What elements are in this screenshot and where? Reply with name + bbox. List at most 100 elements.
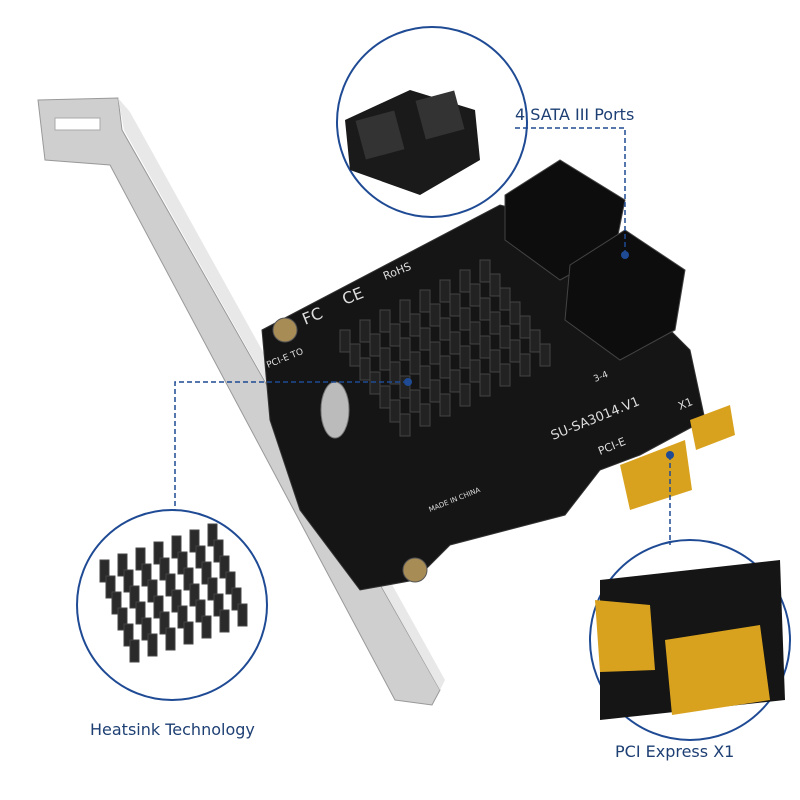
heatsink-fin — [389, 399, 401, 423]
heatsink-fin — [359, 319, 371, 343]
pcie-label: PCI Express X1 — [615, 742, 735, 761]
heatsink-fin — [479, 259, 491, 283]
heatsink — [339, 259, 551, 437]
heatsink-fin — [111, 591, 122, 615]
heatsink-fin — [469, 321, 481, 345]
heatsink-fin — [499, 287, 511, 311]
heatsink-fin — [519, 353, 531, 377]
heatsink-fin — [189, 583, 200, 607]
heatsink-fin — [479, 335, 491, 359]
heatsink-fin — [219, 555, 230, 579]
leader-lines — [174, 127, 671, 545]
heatsink-fin — [135, 601, 146, 625]
heatsink-fin — [379, 385, 391, 409]
heatsink-fin — [117, 607, 128, 631]
heatsink-zoom-detail — [99, 523, 248, 663]
heatsink-fin — [349, 343, 361, 367]
heatsink-label: Heatsink Technology — [90, 720, 255, 739]
heatsink-fin — [399, 337, 411, 361]
heatsink-fin — [459, 345, 471, 369]
heatsink-fin — [429, 379, 441, 403]
heatsink-fin — [439, 393, 451, 417]
heatsink-fin — [419, 327, 431, 351]
heatsink-fin — [399, 299, 411, 323]
heatsink-fin — [369, 333, 381, 357]
heatsink-fin — [449, 293, 461, 317]
heatsink-fin — [129, 639, 140, 663]
heatsink-fin — [439, 355, 451, 379]
heatsink-fin — [479, 297, 491, 321]
crystal-oscillator — [320, 381, 350, 439]
heatsink-fin — [117, 553, 128, 577]
heatsink-fin — [153, 595, 164, 619]
heatsink-fin — [509, 339, 521, 363]
heatsink-fin — [123, 569, 134, 593]
sata-zoom-detail — [345, 90, 480, 195]
heatsink-fin — [389, 323, 401, 347]
heatsink-fin — [135, 547, 146, 571]
heatsink-marker-dot — [404, 378, 412, 386]
gold-fingers — [620, 405, 735, 510]
heatsink-fin — [509, 301, 521, 325]
sata-ports-label: 4 SATA III Ports — [515, 105, 635, 124]
heatsink-fin — [231, 587, 242, 611]
heatsink-fin — [449, 331, 461, 355]
heatsink-fin — [469, 283, 481, 307]
heatsink-fin — [219, 609, 230, 633]
heatsink-fin — [201, 615, 212, 639]
heatsink-fin — [159, 611, 170, 635]
heatsink-fin — [379, 347, 391, 371]
heatsink-fin — [459, 269, 471, 293]
heatsink-fin — [213, 593, 224, 617]
heatsink-fin — [489, 349, 501, 373]
heatsink-fin — [409, 351, 421, 375]
heatsink-fin — [399, 375, 411, 399]
heatsink-fin — [419, 365, 431, 389]
heatsink-fin — [519, 315, 531, 339]
heatsink-fin — [489, 311, 501, 335]
heatsink-fin — [419, 289, 431, 313]
heatsink-fin — [409, 313, 421, 337]
board-slot: X1 — [676, 395, 694, 413]
heatsink-fin — [399, 413, 411, 437]
heatsink-fin — [237, 603, 248, 627]
heatsink-fin — [159, 557, 170, 581]
heatsink-fin — [147, 633, 158, 657]
heatsink-fin — [409, 389, 421, 413]
heatsink-fin — [207, 577, 218, 601]
heatsink-fin — [195, 599, 206, 623]
heatsink-fin — [195, 545, 206, 569]
heatsink-fin — [129, 585, 140, 609]
heatsink-fin — [105, 575, 116, 599]
heatsink-fin — [171, 589, 182, 613]
heatsink-fin — [189, 529, 200, 553]
heatsink-fin — [207, 523, 218, 547]
pcie-zoom-detail — [595, 560, 785, 720]
heatsink-fin — [339, 329, 351, 353]
heatsink-fin — [439, 279, 451, 303]
heatsink-fin — [499, 363, 511, 387]
heatsink-fin — [165, 627, 176, 651]
sata-ports — [504, 159, 686, 361]
heatsink-fin — [153, 541, 164, 565]
screw-icon — [402, 557, 428, 583]
heatsink-fin — [183, 621, 194, 645]
heatsink-fin — [529, 329, 541, 353]
heatsink-fin — [359, 357, 371, 381]
pcie-marker-dot — [666, 451, 674, 459]
heatsink-fin — [469, 359, 481, 383]
heatsink-fin — [499, 325, 511, 349]
heatsink-fin — [429, 341, 441, 365]
heatsink-fin — [489, 273, 501, 297]
heatsink-fin — [177, 605, 188, 629]
heatsink-fin — [389, 361, 401, 385]
screw-icon — [272, 317, 298, 343]
heatsink-fin — [171, 535, 182, 559]
heatsink-fin — [369, 371, 381, 395]
heatsink-fin — [449, 369, 461, 393]
heatsink-fin — [123, 623, 134, 647]
heatsink-fin — [459, 307, 471, 331]
heatsink-fin — [183, 567, 194, 591]
